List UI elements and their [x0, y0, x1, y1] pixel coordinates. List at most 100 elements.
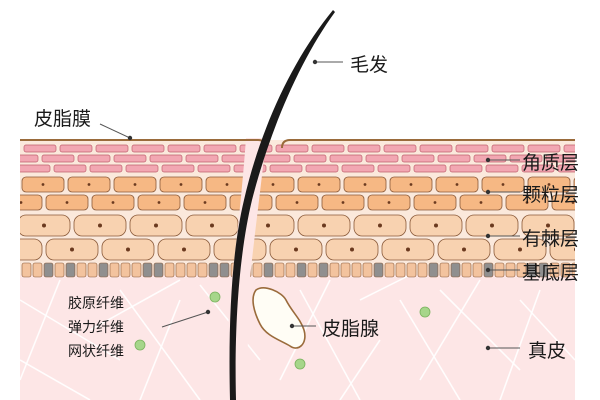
corneum-cell [377, 164, 411, 173]
corneum-cell [131, 144, 165, 153]
corneum-cell [557, 164, 575, 173]
basale-cell [208, 262, 219, 278]
corneum-cell [149, 154, 183, 163]
basale-cell [252, 262, 263, 278]
dermis-dot [209, 291, 221, 303]
corneum-cell [365, 154, 399, 163]
cell-nucleus [434, 223, 438, 228]
dermis-fiber [299, 289, 361, 400]
basale-cell [340, 262, 351, 278]
corneum-cell [485, 164, 519, 173]
cell-nucleus [462, 247, 466, 252]
cell-nucleus [179, 183, 183, 186]
corneum-cell [437, 154, 471, 163]
dermis-fiber [439, 289, 521, 371]
corneum-cell [197, 164, 231, 173]
dermis-fiber [119, 289, 201, 400]
basale-cell [417, 262, 428, 278]
corneum-cell [53, 164, 87, 173]
dermis-dot [294, 358, 306, 370]
dermis-fiber [20, 359, 91, 400]
basale-cell [43, 262, 54, 278]
dermis-fiber [20, 299, 121, 361]
hair-shaft [229, 10, 335, 400]
basale-cell [32, 262, 43, 278]
corneum-cell [527, 144, 561, 153]
corneum-cell [95, 144, 129, 153]
basale-cell [450, 262, 461, 278]
cell-nucleus [479, 201, 483, 204]
dermis-fiber [279, 279, 331, 381]
basale-cell [384, 262, 395, 278]
corneum-cell [401, 154, 435, 163]
basale-cell [142, 262, 153, 278]
basale-cell [120, 262, 131, 278]
basale-cell [109, 262, 120, 278]
cell-nucleus [70, 247, 74, 252]
leader-dots [127, 59, 491, 351]
corneum-cell [89, 164, 123, 173]
dermis-fiber [399, 299, 461, 400]
basale-cell [87, 262, 98, 278]
dermis-label: 真皮 [528, 340, 567, 362]
stratum-corneum-label: 角质层 [522, 152, 580, 174]
basale-cell [296, 262, 307, 278]
cell-nucleus [594, 183, 597, 186]
granulosum-cell [573, 177, 575, 192]
basale-cell [307, 262, 318, 278]
cell-nucleus [525, 201, 529, 204]
corneum-cell [329, 154, 363, 163]
basale-cell [274, 262, 285, 278]
basale-cell [461, 262, 472, 278]
dermis-fiber [519, 299, 575, 361]
cell-nucleus [317, 183, 321, 186]
basale-cell [538, 262, 549, 278]
cell-nucleus [154, 223, 158, 228]
corneum-cell [185, 154, 219, 163]
cell-nucleus [225, 183, 229, 186]
corneum-cell [521, 164, 555, 173]
corneum-cell [41, 154, 75, 163]
spinosum-cell [578, 215, 600, 236]
corneum-cell [203, 144, 237, 153]
basale-cell [472, 262, 483, 278]
cell-nucleus [409, 183, 413, 186]
cell-nucleus [322, 223, 326, 228]
basale-cell [131, 262, 142, 278]
reticular-fiber-label: 网状纤维 [68, 344, 124, 360]
cell-nucleus [295, 201, 299, 204]
cell-nucleus [490, 223, 494, 228]
basale-cell [285, 262, 296, 278]
basale-cell [98, 262, 109, 278]
cell-nucleus [182, 247, 186, 252]
basale-cell [263, 262, 274, 278]
corneum-cell [113, 154, 147, 163]
cell-nucleus [126, 247, 130, 252]
corneum-cell [341, 164, 375, 173]
corneum-cell [275, 144, 309, 153]
basale-cell [175, 262, 186, 278]
cell-nucleus [501, 183, 505, 186]
corneum-cell [413, 164, 447, 173]
cell-nucleus [20, 201, 23, 204]
basale-cell [428, 262, 439, 278]
granulosum-cell [20, 194, 43, 211]
corneum-cell [449, 164, 483, 173]
corneum-cell [305, 164, 339, 173]
stratum-spinosum-label: 有棘层 [522, 228, 580, 250]
cell-nucleus [98, 223, 102, 228]
basale-cell [219, 262, 230, 278]
cell-nucleus [203, 201, 207, 204]
sebaceous-gland-label: 皮脂腺 [322, 318, 380, 340]
dermis-fiber [419, 279, 481, 381]
dermis-fiber-network [20, 259, 575, 400]
corneum-cell [20, 164, 51, 173]
basale-cell [153, 262, 164, 278]
basale-cell [65, 262, 76, 278]
basale-cell [373, 262, 384, 278]
cell-nucleus [157, 201, 161, 204]
stratum-basale-label: 基底层 [522, 262, 580, 284]
cell-nucleus [433, 201, 437, 204]
basale-cell [329, 262, 340, 278]
cell-nucleus [111, 201, 115, 204]
